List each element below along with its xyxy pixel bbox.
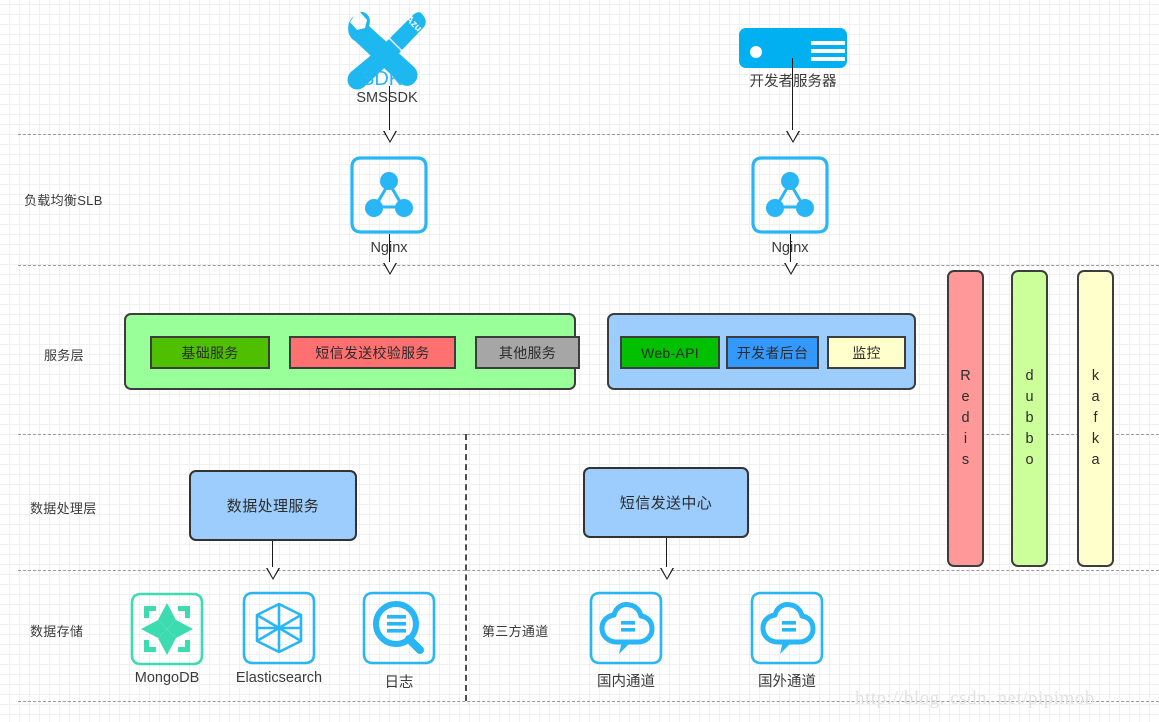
nginx-loadbalancer-icon <box>350 156 428 234</box>
chip-other-service[interactable]: 其他服务 <box>475 336 580 369</box>
layer-label-channel: 第三方通道 <box>482 624 549 639</box>
mongodb-icon-group[interactable] <box>129 591 205 667</box>
api-services-group[interactable]: Web-API 开发者后台 监控 <box>607 313 916 390</box>
core-services-group[interactable]: 基础服务 短信发送校验服务 其他服务 <box>124 313 580 390</box>
nginx-left-icon-group[interactable] <box>349 155 429 235</box>
nginx-right-icon-group[interactable] <box>750 155 830 235</box>
domestic-channel-label: 国内通道 <box>597 674 655 690</box>
sms-send-center-box[interactable]: 短信发送中心 <box>583 467 749 538</box>
layer-label-process: 数据处理层 <box>30 501 97 516</box>
kafka-letter-2: f <box>1093 409 1098 426</box>
azure-sdk-tools-icon: Azure <box>347 11 431 90</box>
layer-divider-service <box>18 434 1159 435</box>
log-icon-group[interactable] <box>361 590 437 666</box>
kafka-letter-4: a <box>1091 452 1100 469</box>
kafka-letter-0: k <box>1091 367 1100 384</box>
log-search-icon <box>362 591 436 665</box>
layer-divider-bottom <box>18 701 1159 702</box>
arrow-smssdk-to-nginx <box>382 86 397 143</box>
redis-letter-4: s <box>961 452 970 469</box>
redis-letter-0: R <box>960 367 971 384</box>
dubbo-letter-2: b <box>1025 409 1034 426</box>
arrow-nginx-left-to-services <box>382 234 397 275</box>
dubbo-letter-3: b <box>1025 431 1034 447</box>
cloud-message-icon <box>750 591 824 665</box>
server-icon <box>739 28 847 68</box>
cloud-message-icon <box>589 591 663 665</box>
dubbo-letter-4: o <box>1025 452 1034 469</box>
redis-letter-2: d <box>961 409 970 426</box>
domestic-channel-icon-group[interactable] <box>588 590 664 666</box>
middleware-bar-kafka[interactable]: k a f k a <box>1077 270 1114 567</box>
overseas-channel-label: 国外通道 <box>758 674 816 690</box>
layer-label-storage: 数据存储 <box>30 624 84 639</box>
smssdk-icon-group[interactable]: Azure <box>338 8 434 96</box>
middleware-bar-redis[interactable]: R e d i s <box>947 270 984 567</box>
dubbo-letter-0: d <box>1025 367 1034 384</box>
chip-dev-console[interactable]: 开发者后台 <box>726 336 819 369</box>
chip-sms-verify-service[interactable]: 短信发送校验服务 <box>289 336 456 369</box>
chip-monitoring[interactable]: 监控 <box>827 336 906 369</box>
developer-server-icon-group[interactable] <box>739 28 847 68</box>
mongodb-icon <box>130 592 204 666</box>
elasticsearch-icon-group[interactable] <box>241 590 317 666</box>
elasticsearch-label: Elasticsearch <box>235 670 323 686</box>
storage-channel-divider <box>465 434 467 701</box>
redis-letter-1: e <box>961 388 970 405</box>
redis-letter-3: i <box>963 431 968 447</box>
arrow-nginx-right-to-services <box>783 234 798 275</box>
kafka-letter-3: k <box>1091 431 1100 447</box>
dubbo-letter-1: u <box>1025 388 1034 405</box>
layer-divider-slb <box>18 265 1159 266</box>
sdk-sublabel: SDK <box>361 68 403 90</box>
nginx-loadbalancer-icon <box>751 156 829 234</box>
smssdk-label: SMSSDK <box>356 90 418 106</box>
layer-label-service: 服务层 <box>44 348 84 363</box>
developer-server-label: 开发者服务器 <box>749 74 837 90</box>
watermark: http://blog. csdn. net/pipimob <box>855 688 1095 709</box>
layer-divider-process <box>18 570 1159 571</box>
mongodb-label: MongoDB <box>134 670 200 686</box>
kafka-letter-1: a <box>1091 388 1100 405</box>
middleware-bar-dubbo[interactable]: d u b b o <box>1011 270 1048 567</box>
log-label: 日志 <box>384 675 414 691</box>
overseas-channel-icon-group[interactable] <box>749 590 825 666</box>
chip-basic-service[interactable]: 基础服务 <box>150 336 270 369</box>
arrow-process-to-storage <box>265 541 280 580</box>
elasticsearch-cube-icon <box>242 591 316 665</box>
arrow-center-to-channel <box>659 538 674 580</box>
layer-divider-top <box>18 134 1159 135</box>
chip-web-api[interactable]: Web-API <box>620 336 720 369</box>
data-process-service-box[interactable]: 数据处理服务 <box>189 470 357 541</box>
arrow-devserver-to-nginx <box>785 58 800 143</box>
layer-label-slb: 负载均衡SLB <box>24 193 103 208</box>
